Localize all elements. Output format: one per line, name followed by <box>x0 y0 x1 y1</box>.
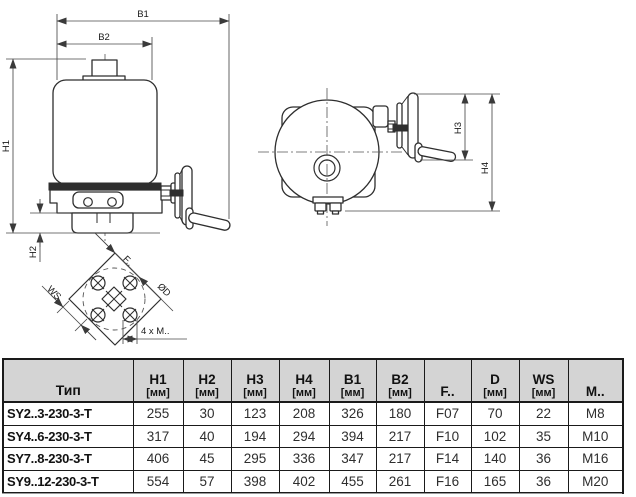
value-cell: 35 <box>518 424 569 448</box>
value-cell: 295 <box>230 447 280 471</box>
col-header-h2: H2[мм] <box>182 358 232 403</box>
value-cell: 217 <box>375 424 425 448</box>
value-cell: 261 <box>375 469 425 494</box>
handwheel-front <box>392 92 457 163</box>
bolt-circle <box>82 267 146 331</box>
type-cell: SY4..6-230-3-T <box>2 424 134 448</box>
hand-lever <box>417 146 457 162</box>
value-cell: 347 <box>328 447 377 471</box>
value-cell: 102 <box>470 424 520 448</box>
handwheel-side <box>160 165 231 231</box>
value-cell: 36 <box>518 469 569 494</box>
value-cell: 455 <box>328 469 377 494</box>
col-header-d: D[мм] <box>470 358 520 403</box>
value-cell: 165 <box>470 469 520 494</box>
value-cell: F07 <box>423 401 472 426</box>
value-cell: 406 <box>132 447 184 471</box>
value-cell: M8 <box>567 401 624 426</box>
technical-drawing: B1 B2 H1 H2 <box>1 9 500 346</box>
hand-lever <box>188 212 231 231</box>
value-cell: 194 <box>230 424 280 448</box>
value-cell: 317 <box>132 424 184 448</box>
dim-label-bolts: 4 x M.. <box>141 326 170 337</box>
value-cell: 398 <box>230 469 280 494</box>
dim-label-h2: H2 <box>28 246 39 258</box>
dim-label-ws: WS <box>44 284 63 303</box>
value-cell: 140 <box>470 447 520 471</box>
value-cell: 402 <box>278 469 330 494</box>
type-cell: SY2..3-230-3-T <box>2 401 134 426</box>
value-cell: 30 <box>182 401 232 426</box>
value-cell: 336 <box>278 447 330 471</box>
col-header-ws: WS[мм] <box>518 358 569 403</box>
divider <box>2 493 622 494</box>
value-cell: 40 <box>182 424 232 448</box>
front-view: H3 H4 <box>258 88 500 226</box>
type-cell: SY7..8-230-3-T <box>2 447 134 471</box>
col-header-f: F.. <box>423 358 472 403</box>
dim-label-b1: B1 <box>137 9 149 20</box>
value-cell: 554 <box>132 469 184 494</box>
col-header-type: Тип <box>2 358 134 403</box>
value-cell: M16 <box>567 447 624 471</box>
dim-label-h4: H4 <box>480 162 491 174</box>
value-cell: F16 <box>423 469 472 494</box>
value-cell: 57 <box>182 469 232 494</box>
mounting-flange <box>71 212 134 234</box>
side-view: B1 B2 H1 H2 <box>1 9 231 262</box>
value-cell: 208 <box>278 401 330 426</box>
value-cell: 123 <box>230 401 280 426</box>
value-cell: 70 <box>470 401 520 426</box>
col-header-h4: H4[мм] <box>278 358 330 403</box>
clamp-band <box>48 182 162 191</box>
col-header-h3: H3[мм] <box>230 358 280 403</box>
value-cell: 217 <box>375 447 425 471</box>
value-cell: M20 <box>567 469 624 494</box>
dim-label-h1: H1 <box>1 140 12 152</box>
col-header-b2: B2[мм] <box>375 358 425 403</box>
col-header-h1: H1[мм] <box>132 358 184 403</box>
value-cell: F14 <box>423 447 472 471</box>
bolt-holes <box>90 275 138 323</box>
value-cell: 255 <box>132 401 184 426</box>
col-header-m: M.. <box>567 358 624 403</box>
value-cell: 22 <box>518 401 569 426</box>
value-cell: 36 <box>518 447 569 471</box>
type-cell: SY9..12-230-3-T <box>2 469 134 494</box>
flange-detail: F.. ØD WS 4 x M.. <box>41 232 187 346</box>
value-cell: 326 <box>328 401 377 426</box>
dim-label-b2: B2 <box>98 32 110 43</box>
value-cell: 45 <box>182 447 232 471</box>
value-cell: 180 <box>375 401 425 426</box>
value-cell: F10 <box>423 424 472 448</box>
value-cell: 294 <box>278 424 330 448</box>
value-cell: 394 <box>328 424 377 448</box>
dim-label-h3: H3 <box>453 122 464 134</box>
col-header-b1: B1[мм] <box>328 358 377 403</box>
value-cell: M10 <box>567 424 624 448</box>
